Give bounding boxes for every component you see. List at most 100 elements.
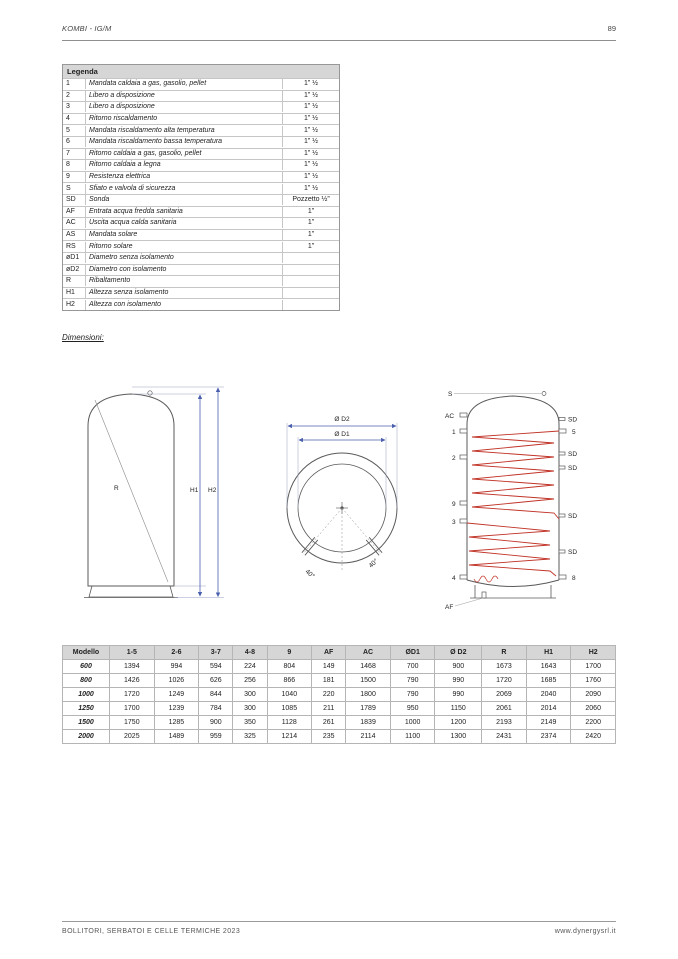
value-cell: 235 <box>311 729 347 744</box>
extension-lines <box>132 386 224 598</box>
port-label-2: 2 <box>452 455 456 462</box>
dim-table-header: Ø D2 <box>434 645 483 660</box>
legend-size: 1” ½ <box>303 91 318 99</box>
legend-size: 1” ½ <box>303 80 318 88</box>
document-title: KOMBI - IG/M <box>62 24 112 33</box>
port-label-sd-1: SD <box>568 417 577 424</box>
legend-desc: Ritorno caldaia a gas, gasolio, pellet <box>85 148 283 159</box>
legend-size: Pozzetto ½” <box>292 196 330 204</box>
value-cell: 220 <box>311 687 347 702</box>
value-cell: 1239 <box>153 701 200 716</box>
value-cell: 900 <box>198 715 234 730</box>
section-port-labels: S AC 1 2 9 3 4 AF SD 5 SD SD SD SD 8 <box>445 391 577 611</box>
model-cell: 1500 <box>62 715 110 730</box>
model-cell: 600 <box>62 659 110 674</box>
value-cell: 2025 <box>109 729 155 744</box>
legend-code: 3 <box>66 103 70 111</box>
legend-size: 1” ½ <box>303 173 318 181</box>
value-cell: 1150 <box>434 701 483 716</box>
value-cell: 300 <box>232 701 268 716</box>
value-cell: 1700 <box>109 701 155 716</box>
angle-reference-lines <box>302 507 382 570</box>
tank-outline <box>84 390 178 598</box>
legend-desc: Ritorno caldaia a legna <box>85 160 283 171</box>
model-cell: 1000 <box>62 687 110 702</box>
legend-code: AS <box>66 231 76 239</box>
dim-table-header: 3-7 <box>198 645 234 660</box>
value-cell: 1673 <box>481 659 527 674</box>
legend-size: 1” ½ <box>303 149 318 157</box>
tank-outline <box>466 391 560 599</box>
value-cell: 950 <box>389 701 436 716</box>
dimensions-label: Dimensioni: <box>62 333 104 342</box>
legend-size: 1” ½ <box>303 103 318 111</box>
value-cell: 1685 <box>525 673 572 688</box>
tilt-radius-line <box>94 399 169 583</box>
legend-desc: Entrata acqua fredda sanitaria <box>85 206 283 217</box>
port-label-4: 4 <box>452 575 456 582</box>
side-view-diagram: R H1 H2 <box>84 386 224 598</box>
legend-desc: Diametro con isolamento <box>85 264 283 275</box>
value-cell: 350 <box>232 715 268 730</box>
top-view-diagram: Ø D2 Ø D1 40° 40° <box>286 416 398 580</box>
value-cell: 990 <box>434 687 483 702</box>
value-cell: 1720 <box>481 673 527 688</box>
value-cell: 149 <box>311 659 347 674</box>
legend-desc: Uscita acqua calda sanitaria <box>85 218 283 229</box>
value-cell: 1300 <box>434 729 483 744</box>
legend-size: 1” ½ <box>303 138 318 146</box>
value-cell: 1489 <box>153 729 200 744</box>
value-cell: 256 <box>232 673 268 688</box>
legend-code: 8 <box>66 161 70 169</box>
value-cell: 1214 <box>266 729 313 744</box>
port-label-sd-2: SD <box>568 451 577 458</box>
legend-code: øD1 <box>66 254 80 262</box>
value-cell: 2014 <box>525 701 572 716</box>
legend-code: SD <box>66 196 76 204</box>
value-cell: 700 <box>389 659 436 674</box>
dim-table-header: 1-5 <box>109 645 155 660</box>
r-dimension-label: R <box>114 485 119 492</box>
value-cell: 994 <box>153 659 200 674</box>
legend-desc: Ribaltamento <box>85 276 283 287</box>
dim-table-header: AF <box>311 645 347 660</box>
legend-code: 6 <box>66 138 70 146</box>
footer-catalog-title: BOLLITORI, SERBATOI E CELLE TERMICHE 202… <box>62 928 241 935</box>
value-cell: 1500 <box>345 673 391 688</box>
value-cell: 1249 <box>153 687 200 702</box>
value-cell: 2069 <box>481 687 527 702</box>
model-cell: 800 <box>62 673 110 688</box>
legend-code: 4 <box>66 115 70 123</box>
page-header: KOMBI - IG/M 89 <box>62 24 616 33</box>
value-cell: 1720 <box>109 687 155 702</box>
value-cell: 2431 <box>481 729 527 744</box>
legend-size: 1” <box>307 219 315 227</box>
legend-desc: Altezza senza isolamento <box>85 287 283 298</box>
value-cell: 1426 <box>109 673 155 688</box>
value-cell: 1026 <box>153 673 200 688</box>
value-cell: 1040 <box>266 687 313 702</box>
port-stubs-left <box>459 412 487 599</box>
legend-code: 2 <box>66 91 70 99</box>
legend-desc: Resistenza elettrica <box>85 172 283 183</box>
d2-dimension-label: Ø D2 <box>334 416 350 423</box>
page-footer: BOLLITORI, SERBATOI E CELLE TERMICHE 202… <box>62 928 616 935</box>
value-cell: 2061 <box>481 701 527 716</box>
legend-desc: Sfiato e valvola di sicurezza <box>85 183 283 194</box>
legend-desc: Ritorno solare <box>85 241 283 252</box>
port-label-af: AF <box>445 604 453 611</box>
legend-size: 1” ½ <box>303 115 318 123</box>
section-view-diagram: S AC 1 2 9 3 4 AF SD 5 SD SD SD SD 8 <box>445 391 577 611</box>
value-cell: 790 <box>389 687 436 702</box>
legend-desc: Mandata riscaldamento alta temperatura <box>85 125 283 136</box>
value-cell: 866 <box>266 673 313 688</box>
value-cell: 211 <box>311 701 347 716</box>
